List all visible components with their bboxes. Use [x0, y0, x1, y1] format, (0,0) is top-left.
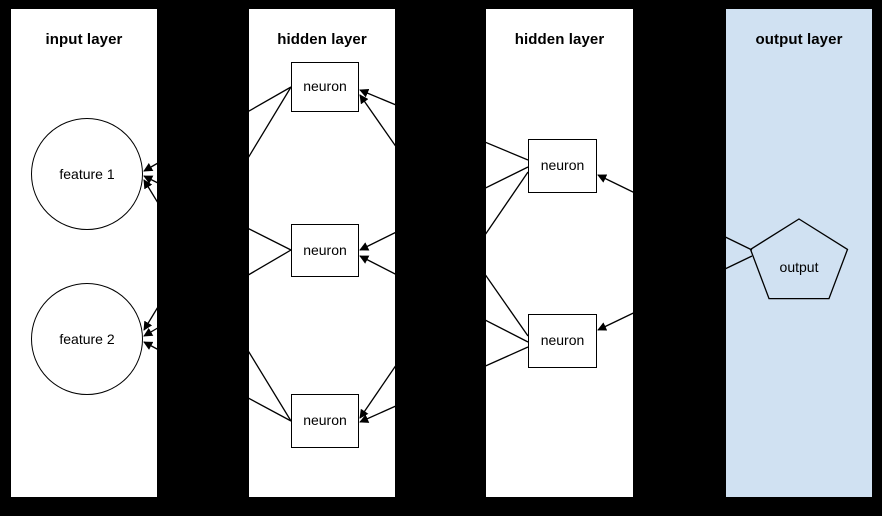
node-label-hidden2-neuron-2: neuron — [540, 332, 585, 348]
node-label-feature-2: feature 2 — [59, 331, 115, 347]
node-label-hidden2-neuron-1: neuron — [540, 157, 585, 173]
node-label-hidden1-neuron-2: neuron — [303, 241, 347, 258]
pentagon-icon — [749, 218, 849, 300]
layer-title-hidden-1: hidden layer — [277, 31, 367, 48]
layer-title-input: input layer — [45, 31, 123, 48]
node-label-hidden1-neuron-1: neuron — [303, 78, 347, 94]
node-hidden1-neuron-1[interactable]: neuron — [291, 62, 359, 112]
node-hidden2-neuron-1[interactable]: neuron — [528, 139, 597, 193]
layer-panel-input[interactable]: input layer — [11, 9, 157, 497]
layer-panel-hidden-2[interactable]: hidden layer — [486, 9, 633, 497]
layer-panel-output[interactable]: output layer — [726, 9, 872, 497]
node-hidden2-neuron-2[interactable]: neuron — [528, 314, 597, 368]
node-label-feature-1: feature 1 — [59, 166, 115, 182]
layer-title-hidden-2: hidden layer — [514, 31, 605, 48]
node-hidden1-neuron-2[interactable]: neuron — [291, 224, 359, 277]
node-hidden1-neuron-3[interactable]: neuron — [291, 394, 359, 448]
layer-title-output: output layer — [755, 31, 843, 48]
node-feature-1[interactable]: feature 1 — [31, 118, 143, 230]
node-label-hidden1-neuron-3: neuron — [303, 412, 347, 428]
node-output[interactable]: output — [748, 218, 850, 307]
node-feature-2[interactable]: feature 2 — [31, 283, 143, 395]
